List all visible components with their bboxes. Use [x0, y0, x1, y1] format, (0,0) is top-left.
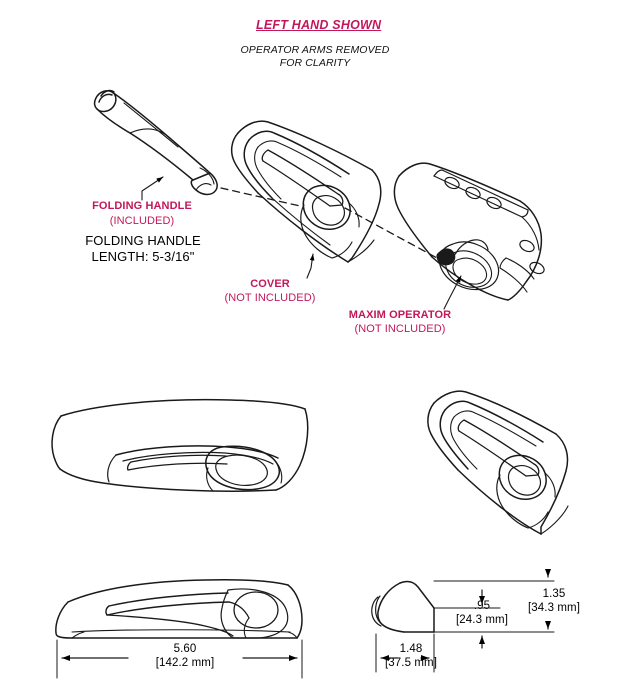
page-title: LEFT HAND SHOWN — [256, 18, 382, 32]
spec-line1: FOLDING HANDLE — [85, 233, 201, 248]
exploded-cover — [230, 120, 382, 263]
dim-depth-inches: 1.48 — [399, 643, 423, 655]
dim-projection-inches: .95 — [473, 600, 491, 612]
dim-overall-length — [56, 639, 303, 679]
callout-cover-line1: COVER — [250, 278, 290, 290]
dim-height-metric: [34.3 mm] — [527, 602, 581, 614]
callout-maxim-operator-line2: (NOT INCLUDED) — [354, 323, 446, 335]
dim-overall-length-inches: 5.60 — [173, 643, 197, 655]
header-note-line1: OPERATOR ARMS REMOVED — [240, 44, 390, 56]
callout-folding-handle-line1: FOLDING HANDLE — [92, 200, 192, 212]
dim-height-inches: 1.35 — [542, 588, 566, 600]
exploded-maxim-operator — [393, 162, 545, 301]
end-section-view — [371, 580, 435, 633]
dim-projection — [433, 589, 501, 649]
dim-projection-metric: [24.3 mm] — [455, 614, 509, 626]
exploded-folding-handle — [93, 89, 218, 196]
iso-left-view — [51, 398, 309, 492]
callout-cover-line2: (NOT INCLUDED) — [224, 292, 316, 304]
header-note-line2: FOR CLARITY — [279, 57, 351, 69]
dim-depth-metric: [37.5 mm] — [384, 657, 438, 669]
spec-line2: LENGTH: 5-3/16" — [91, 249, 195, 264]
assembly-axis — [220, 187, 438, 259]
iso-right-view — [427, 390, 569, 535]
side-elevation-view — [55, 579, 303, 639]
dim-depth — [375, 633, 435, 673]
dim-height — [433, 569, 555, 633]
callout-folding-handle-line2: (INCLUDED) — [109, 215, 175, 227]
dim-overall-length-metric: [142.2 mm] — [155, 657, 215, 669]
callout-maxim-operator-line1: MAXIM OPERATOR — [348, 309, 452, 321]
